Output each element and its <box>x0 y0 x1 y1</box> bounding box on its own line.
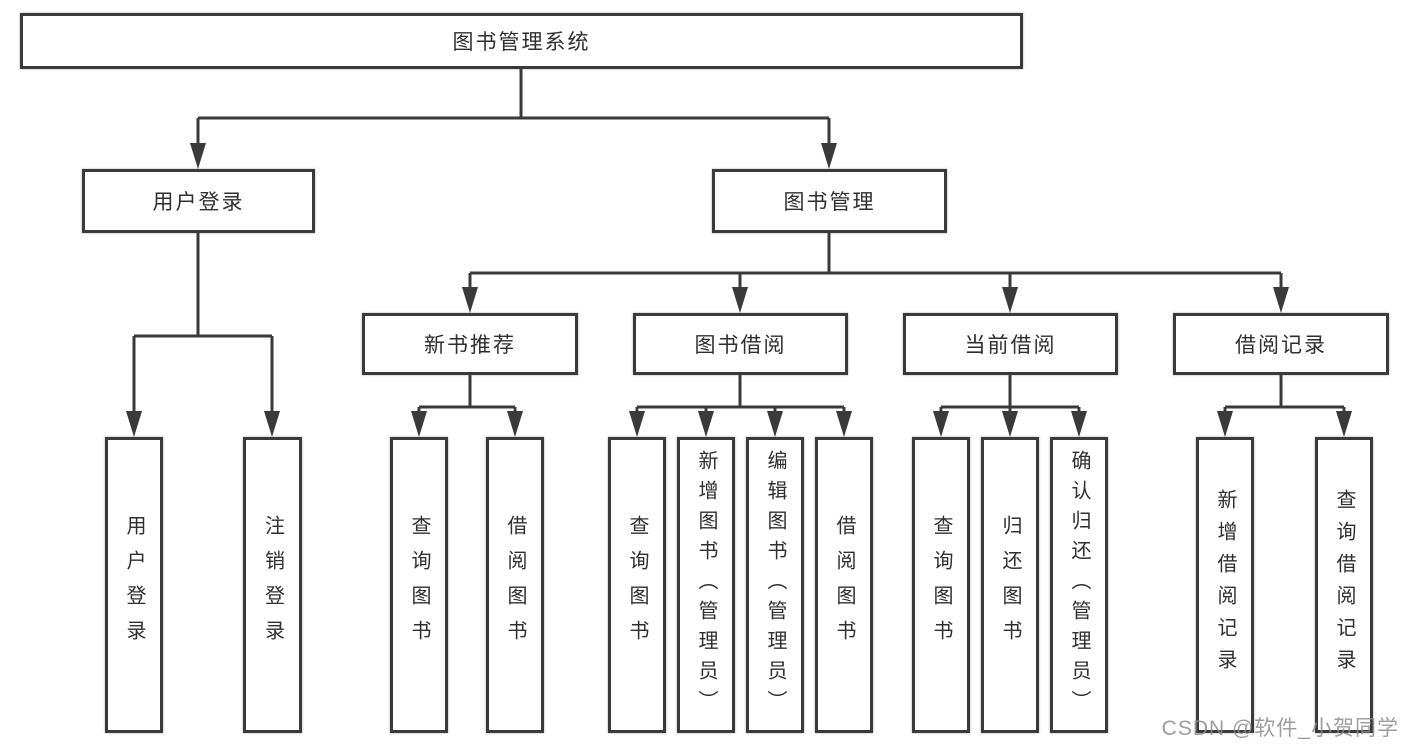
connector-book-borrow <box>635 375 846 424</box>
leaf-query-books-current: 查询图书 <box>912 437 970 733</box>
arrowheads <box>126 143 1352 437</box>
node-book-borrow: 图书借阅 <box>633 313 848 375</box>
leaf-add-book-admin: 新增图书（管理员） <box>677 437 735 733</box>
node-label: 图书管理 <box>783 191 876 214</box>
arrow-down-icon <box>1217 411 1233 437</box>
arrow-down-icon <box>1273 287 1289 313</box>
arrow-down-icon <box>1071 411 1087 437</box>
leaf-confirm-return-admin: 确认归还（管理员） <box>1050 437 1108 733</box>
leaf-query-books-recommend: 查询图书 <box>390 437 448 733</box>
node-label: 确认归还（管理员） <box>1068 450 1090 720</box>
leaf-edit-book-admin: 编辑图书（管理员） <box>746 437 804 733</box>
leaf-logout: 注销登录 <box>243 437 302 733</box>
node-label: 新书推荐 <box>424 334 516 357</box>
arrow-down-icon <box>732 287 748 313</box>
node-current-borrow: 当前借阅 <box>903 313 1118 375</box>
node-root-system: 图书管理系统 <box>20 13 1023 69</box>
arrow-down-icon <box>264 411 280 437</box>
node-borrow-records: 借阅记录 <box>1173 313 1389 375</box>
arrow-down-icon <box>190 143 206 169</box>
connector-book-management <box>468 233 1283 295</box>
node-book-management: 图书管理 <box>712 169 947 233</box>
arrow-down-icon <box>126 411 142 437</box>
node-label: 图书管理系统 <box>452 31 591 54</box>
node-label: 借阅记录 <box>1235 334 1327 357</box>
arrow-down-icon <box>1336 411 1352 437</box>
leaf-query-borrow-record: 查询借阅记录 <box>1315 437 1373 733</box>
node-label: 查询图书 <box>408 515 430 655</box>
node-label: 查询图书 <box>626 515 648 655</box>
connector-user-login <box>132 233 274 424</box>
arrow-down-icon <box>836 411 852 437</box>
arrow-down-icon <box>933 411 949 437</box>
node-label: 借阅图书 <box>504 515 526 655</box>
arrow-down-icon <box>411 411 427 437</box>
node-label: 图书借阅 <box>694 334 787 357</box>
leaf-add-borrow-record: 新增借阅记录 <box>1196 437 1254 733</box>
arrow-down-icon <box>1002 411 1018 437</box>
arrow-down-icon <box>767 411 783 437</box>
arrow-down-icon <box>629 411 645 437</box>
node-user-login: 用户登录 <box>82 169 315 233</box>
node-label: 编辑图书（管理员） <box>764 450 786 720</box>
connector-borrow-records <box>1223 375 1346 424</box>
arrow-down-icon <box>462 287 478 313</box>
arrow-down-icon <box>698 411 714 437</box>
node-label: 归还图书 <box>999 515 1021 655</box>
arrow-down-icon <box>507 411 523 437</box>
node-label: 当前借阅 <box>964 334 1057 357</box>
node-new-book-recommend: 新书推荐 <box>362 313 578 375</box>
connector-root <box>196 69 831 150</box>
node-label: 注销登录 <box>261 515 284 655</box>
node-label: 用户登录 <box>123 515 145 655</box>
leaf-borrow-books-recommend: 借阅图书 <box>486 437 544 733</box>
node-label: 新增借阅记录 <box>1214 489 1236 681</box>
node-label: 查询图书 <box>930 515 952 655</box>
leaf-borrow-books: 借阅图书 <box>815 437 873 733</box>
node-label: 用户登录 <box>152 191 245 214</box>
leaf-return-book: 归还图书 <box>981 437 1039 733</box>
node-label: 新增图书（管理员） <box>695 450 717 720</box>
csdn-watermark: CSDN @软件_小贺同学 <box>1161 717 1399 740</box>
arrow-down-icon <box>821 143 837 169</box>
leaf-query-books-borrow: 查询图书 <box>608 437 666 733</box>
node-label: 查询借阅记录 <box>1333 489 1355 681</box>
connector-new-book-recommend <box>417 375 517 424</box>
node-label: 借阅图书 <box>833 515 855 655</box>
arrow-down-icon <box>1002 287 1018 313</box>
leaf-user-login: 用户登录 <box>105 437 163 733</box>
